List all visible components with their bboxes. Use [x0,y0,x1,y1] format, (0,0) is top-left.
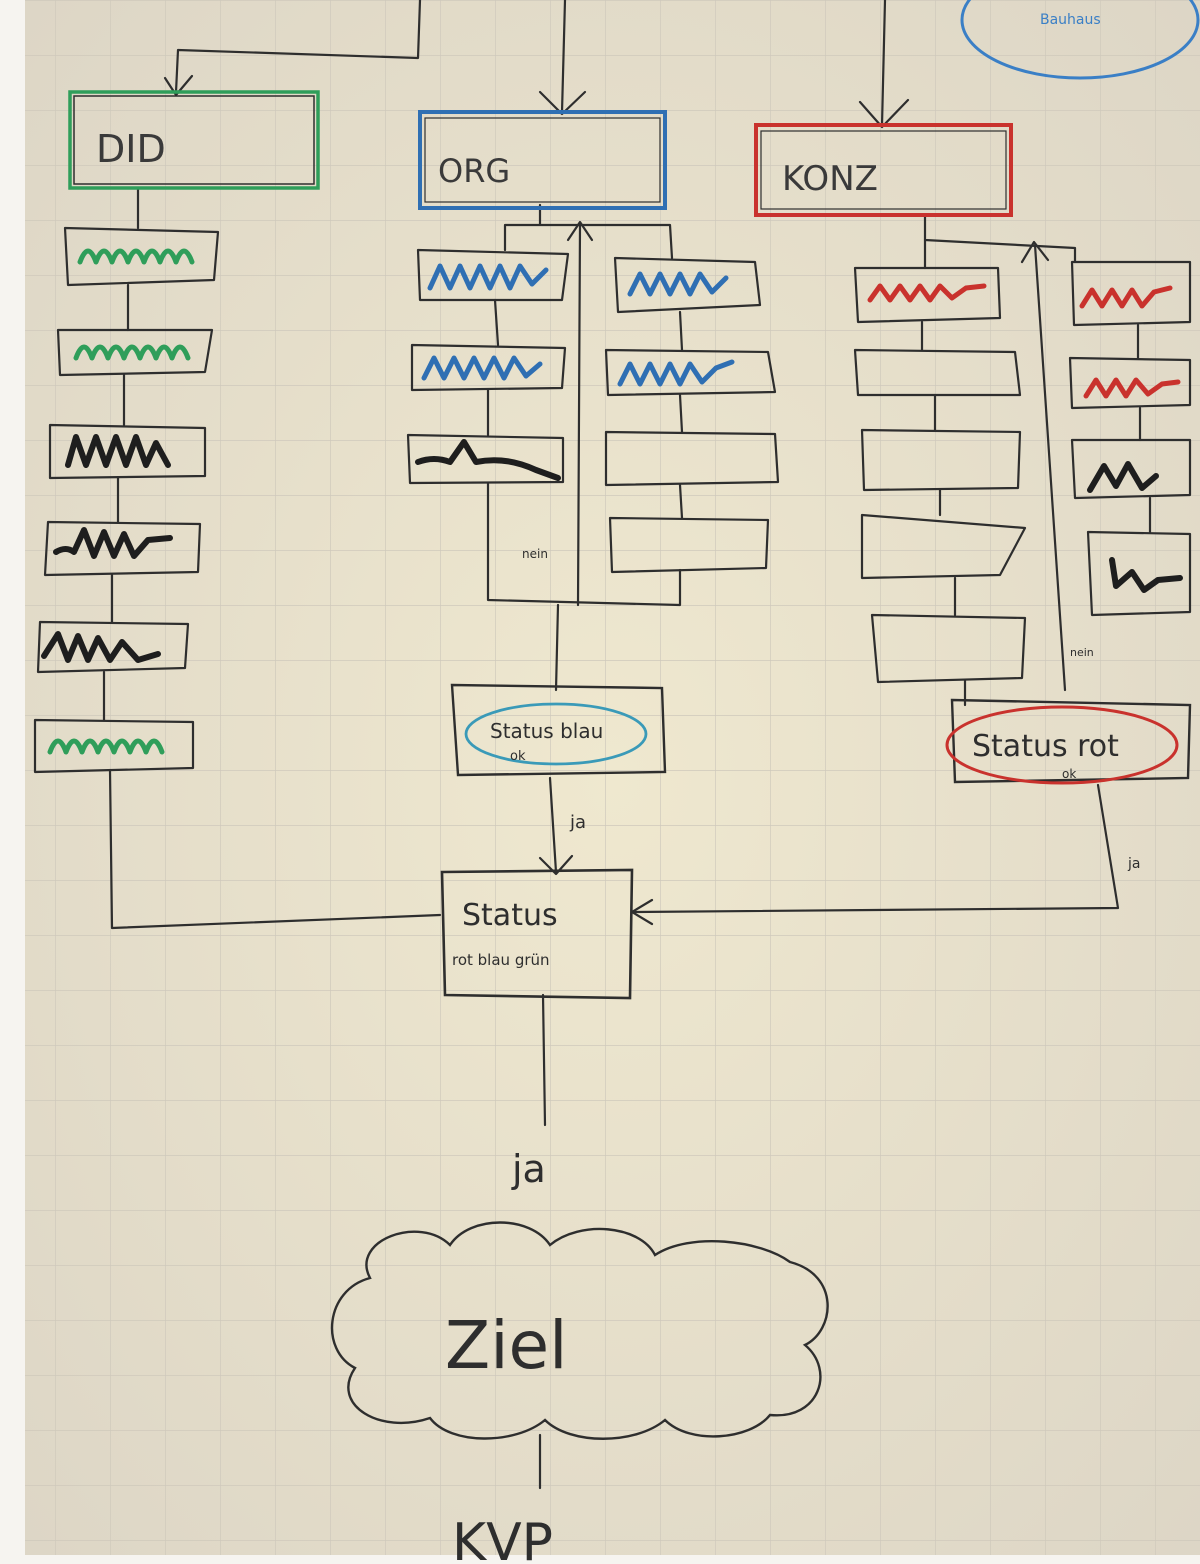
konz-label: KONZ [782,159,878,199]
konz-left-step-1 [853,266,1002,324]
konz-right-step-3 [1070,438,1192,500]
grid [25,0,1200,1555]
connector-status-blue-to-main [548,776,558,874]
did-connectors [102,186,140,722]
konz-right-step-2 [1068,356,1192,410]
edge-label-ja-small: ja [569,812,586,833]
org-split [503,203,674,260]
connector-top-org [560,0,567,114]
feedback-org [576,223,582,607]
kvp-label: KVP [452,1513,553,1564]
connector-top-did [174,0,422,94]
did-step-6 [33,718,195,774]
connector-to-status-blue [554,603,560,692]
did-step-5 [36,620,190,674]
arrow-head [566,220,594,242]
org-left-step-3 [406,433,565,485]
edge-label-ja-right: ja [1127,856,1140,872]
status-red-outline [945,705,1179,785]
corner-bubble [960,0,1200,80]
arrow-head [538,854,574,876]
konz-left-step-4 [860,513,1027,580]
konz-right-step-4 [1086,530,1192,617]
arrow-head [163,74,194,97]
status-main-node: Status rot blau grün [440,868,634,1000]
org-label: ORG [438,152,510,190]
did-step-4 [43,520,202,577]
connector-top-konz [880,0,887,127]
status-red-label: Status rot [972,729,1119,764]
edge-label-nein: nein [522,547,548,561]
connector-main-to-ja [541,993,547,1127]
edge-label-ja-big: ja [511,1147,546,1191]
org-left-step-1 [416,248,570,302]
goal-cloud: Ziel [330,1221,829,1440]
konz-left-step-5 [870,613,1027,684]
did-header: DID [68,90,320,190]
status-blue-sub: ok [510,749,526,764]
konz-right-chain [1136,323,1152,534]
org-left-chain [486,298,682,607]
status-red-sub: ok [1062,767,1076,781]
goal-label: Ziel [445,1307,568,1384]
org-right-step-2 [604,348,777,397]
org-right-step-1 [613,256,762,314]
status-blue-outline [464,702,648,766]
did-step-2 [56,328,214,377]
edge-label-nein-right: nein [1070,646,1094,659]
status-main-sub: rot blau grün [452,951,550,969]
did-step-1 [63,226,220,287]
org-header: ORG [418,110,667,210]
connector-status-red-to-main [630,783,1120,914]
arrow-head [1020,240,1050,264]
connector-did-to-status [108,768,442,930]
org-right-chain [678,310,684,520]
org-left-step-2 [410,343,567,392]
status-main-label: Status [462,898,558,933]
did-label: DID [96,127,166,171]
konz-left-step-2 [853,348,1022,397]
konz-split [923,213,1077,264]
status-blue-label: Status blau [490,719,603,743]
feedback-konz [1033,243,1067,692]
status-blue-node: Status blau ok [450,683,667,777]
konz-left-chain [920,238,957,617]
status-red-node: Status rot ok [945,698,1192,785]
org-right-step-3 [604,430,780,487]
konz-right-step-1 [1070,260,1192,327]
konz-header: KONZ [754,123,1013,217]
konz-left-step-3 [860,428,1022,492]
did-step-3 [48,423,207,480]
corner-bubble-label: Bauhaus [1040,12,1101,28]
org-right-step-4 [608,516,770,574]
